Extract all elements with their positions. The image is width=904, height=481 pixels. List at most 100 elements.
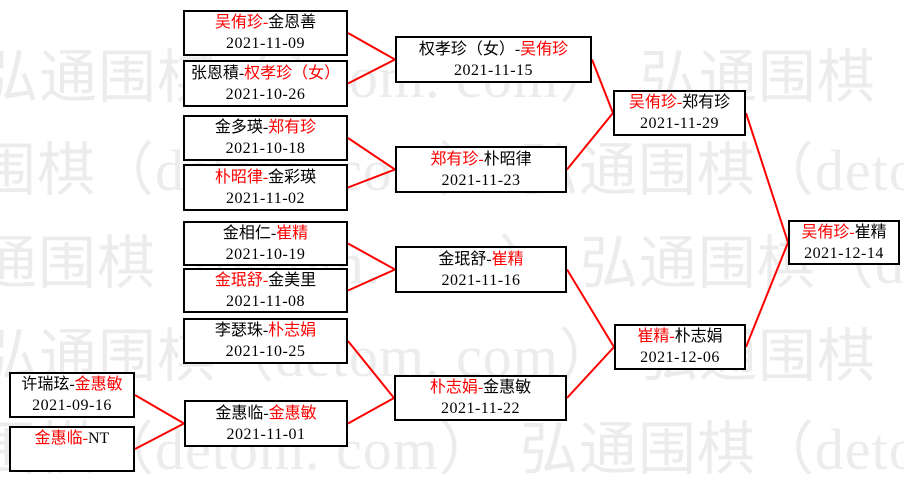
separator: - [262,322,269,339]
match-players: 崔精-朴志娟 [637,326,722,347]
player-left: 朴志娟 [429,379,478,396]
match-box-a1: 许瑞玹-金惠敏 2021-09-16 [9,372,135,418]
match-date: 2021-11-02 [225,189,306,207]
match-box-b4: 朴昭律-金彩瑛 2021-11-02 [183,164,348,211]
player-right: 崔精 [854,223,887,241]
match-box-b8: 金惠临-金惠敏 2021-11-01 [184,400,348,447]
separator: - [477,379,484,396]
separator: - [270,224,277,242]
player-left: 金珉舒 [438,250,487,268]
separator: - [238,64,245,82]
player-left: 吴侑珍 [214,14,263,31]
separator: - [676,94,683,111]
player-left: 权孝珍（女） [418,40,515,58]
match-players: 张恩積-权孝珍（女） [191,63,340,84]
player-right: 金惠敏 [268,404,317,422]
player-right: 崔精 [276,224,309,242]
match-box-d1: 吴侑珍-郑有珍 2021-11-29 [613,90,746,136]
match-players: 郑有珍-朴昭律 [430,149,531,170]
player-right: 朴志娟 [268,322,317,339]
match-players: 权孝珍（女）-吴侑珍 [419,39,568,60]
separator: - [478,150,484,168]
match-box-b6: 金珉舒-金美里 2021-11-08 [183,268,348,313]
separator: - [262,271,269,289]
match-players: 金珉舒-崔精 [438,249,523,270]
match-date: 2021-12-14 [804,244,884,262]
separator: - [669,328,675,345]
separator: - [262,119,269,136]
watermark-text: 弘通围棋（detom. com） [519,417,904,481]
match-date: 2021-12-06 [640,349,720,366]
match-box-b7: 李瑟珠-朴志娟 2021-10-25 [183,318,348,364]
match-players: 许瑞玹-金惠敏 [21,374,122,395]
match-box-c4: 朴志娟-金惠敏 2021-11-22 [394,375,567,421]
match-date: 2021-11-23 [441,171,521,189]
player-left: 金惠临 [34,430,83,447]
player-right: 郑有珍 [682,94,731,111]
match-date: 2021-10-26 [225,85,306,103]
match-players: 吴侑珍-金恩善 [215,12,316,33]
player-left: 金珉舒 [214,271,263,289]
separator: - [262,14,269,31]
match-box-c1: 权孝珍（女）-吴侑珍 2021-11-15 [395,36,592,83]
match-date: 2021-11-22 [440,400,521,417]
player-left: 许瑞玹 [21,376,70,393]
match-box-d2: 崔精-朴志娟 2021-12-06 [614,324,746,370]
match-box-b2: 张恩積-权孝珍（女） 2021-10-26 [183,60,348,107]
player-right: 郑有珍 [268,119,317,136]
separator: - [849,223,855,241]
separator: - [514,40,521,58]
match-date: 2021-11-01 [226,425,306,443]
player-right: 权孝珍（女） [244,64,341,82]
player-right: 金惠敏 [483,379,532,396]
separator: - [263,404,269,422]
match-date: 2021-10-19 [225,245,306,263]
match-date: 2021-11-09 [225,35,306,52]
match-date: 2021-09-16 [32,397,112,414]
match-box-e1-final: 吴侑珍-崔精 2021-12-14 [788,220,900,265]
player-right: 崔精 [491,250,524,268]
match-players: 金相仁-崔精 [223,223,308,244]
player-left: 张恩積 [190,64,239,82]
player-left: 吴侑珍 [628,94,677,111]
match-box-b3: 金多瑛-郑有珍 2021-10-18 [183,115,348,161]
player-right: 朴昭律 [483,150,532,168]
match-players: 金多瑛-郑有珍 [215,117,316,138]
player-left: 金惠临 [215,404,264,422]
match-date: 2021-11-29 [639,115,720,132]
player-left: 朴昭律 [214,168,263,186]
match-box-b1: 吴侑珍-金恩善 2021-11-09 [183,10,348,56]
match-players: 吴侑珍-崔精 [801,222,886,243]
separator: - [82,430,88,447]
player-right: 金惠敏 [74,376,123,393]
match-players: 金惠临-NT [35,428,110,449]
match-players: 金惠临-金惠敏 [215,403,316,424]
player-right: 金恩善 [268,14,317,31]
match-players: 李瑟珠-朴志娟 [215,320,316,341]
match-box-c3: 金珉舒-崔精 2021-11-16 [395,246,567,293]
match-players: 朴昭律-金彩瑛 [215,167,316,188]
match-date: 2021-10-25 [225,343,306,360]
match-players: 朴志娟-金惠敏 [430,377,531,398]
match-box-b5: 金相仁-崔精 2021-10-19 [183,221,348,266]
player-right: NT [88,430,110,447]
match-date: 2021-11-16 [441,271,521,289]
player-left: 金多瑛 [214,119,263,136]
player-right: 吴侑珍 [520,40,569,58]
player-left: 崔精 [637,328,670,345]
match-date: 2021-11-15 [453,61,534,79]
player-left: 李瑟珠 [214,322,263,339]
player-right: 朴志娟 [674,328,723,345]
separator: - [262,168,269,186]
player-left: 吴侑珍 [801,223,850,241]
match-date: 2021-11-08 [225,292,306,310]
separator: - [69,376,75,393]
match-box-a2: 金惠临-NT [9,426,135,472]
match-box-c2: 郑有珍-朴昭律 2021-11-23 [395,146,567,193]
player-right: 金彩瑛 [268,168,317,186]
match-players: 吴侑珍-郑有珍 [629,92,730,113]
player-left: 金相仁 [222,224,271,242]
match-players: 金珉舒-金美里 [215,270,316,291]
match-date: 2021-10-18 [225,140,306,157]
